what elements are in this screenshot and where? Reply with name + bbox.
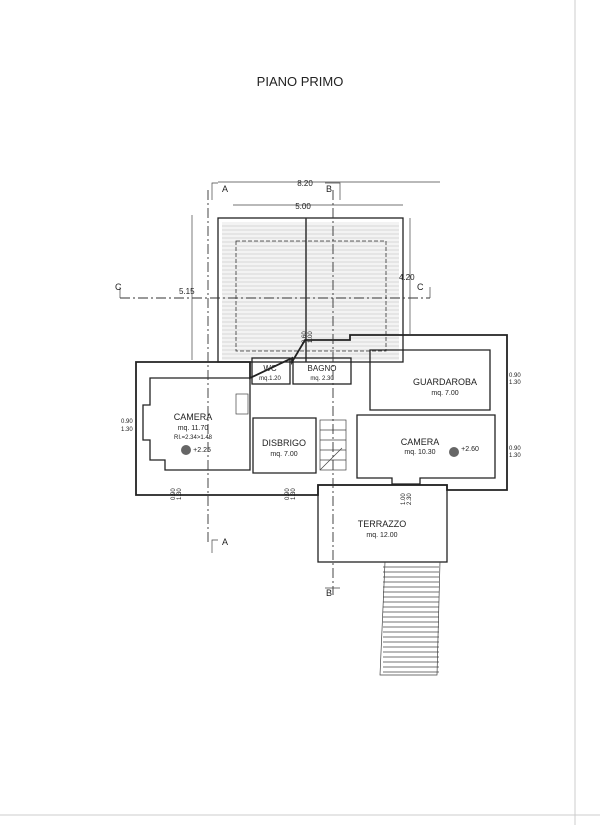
room-disbrigo-name: DISBRIGO <box>262 438 306 448</box>
room-camera-2-area: mq. 10.30 <box>404 449 435 456</box>
section-lines: A A B B C C <box>115 182 431 598</box>
room-camera-1-note: RI.=2.34>1.48 <box>174 435 213 441</box>
room-wc-area: mq.1.20 <box>259 376 281 382</box>
door-height-camera2: 2.30 <box>407 493 413 505</box>
room-camera-1-name: CAMERA <box>174 412 213 422</box>
room-terrazzo-name: TERRAZZO <box>358 519 407 529</box>
dim-roof-width: 5.00 <box>295 202 311 211</box>
window-width-bagno: 0.60 <box>302 331 308 343</box>
room-terrazzo-area: mq. 12.00 <box>366 532 397 539</box>
section-b-label-top: B <box>326 184 332 194</box>
level-marker-icon <box>181 445 191 455</box>
room-camera-2-name: CAMERA <box>401 437 440 447</box>
window-height-disbrigo: 1.30 <box>291 488 297 500</box>
window-width-camera2: 0.90 <box>509 446 521 452</box>
window-width-guardaroba: 0.90 <box>509 373 521 379</box>
dim-overall-width: 8.20 <box>297 179 313 188</box>
plan-title: PIANO PRIMO <box>257 74 344 89</box>
window-height-camera2: 1.30 <box>509 453 521 459</box>
section-c-label-left: C <box>115 282 122 292</box>
window-height-guardaroba: 1.30 <box>509 380 521 386</box>
external-stair <box>379 561 441 676</box>
window-width-left: 0.90 <box>121 419 133 425</box>
room-camera-2-level: +2.60 <box>461 446 479 453</box>
door-width-camera2: 1.00 <box>401 493 407 505</box>
roof-area <box>217 217 404 363</box>
dim-left-height: 5.15 <box>179 287 195 296</box>
room-guardaroba-name: GUARDAROBA <box>413 377 477 387</box>
section-a-label-top: A <box>222 184 228 194</box>
room-wc-name: WC <box>263 364 277 373</box>
window-height-camera1-bottom: 1.30 <box>177 488 183 500</box>
window-width-disbrigo: 0.90 <box>285 488 291 500</box>
room-bagno-name: BAGNO <box>308 364 337 373</box>
room-bagno-area: mq. 2.30 <box>310 376 334 382</box>
section-b-label-bottom: B <box>326 588 332 598</box>
dimensions: 8.20 5.00 5.15 4.20 <box>179 179 440 360</box>
window-width-camera1-bottom: 0.90 <box>171 488 177 500</box>
window-height-left: 1.30 <box>121 427 133 433</box>
room-guardaroba-area: mq. 7.00 <box>431 390 458 397</box>
level-marker-icon <box>449 447 459 457</box>
section-c-label-right: C <box>417 282 424 292</box>
section-a-label-bottom: A <box>222 537 228 547</box>
window-height-bagno: 1.00 <box>308 331 314 343</box>
room-camera-1-level: +2.25 <box>193 447 211 454</box>
dim-right-height: 4.20 <box>399 273 415 282</box>
terrace <box>317 484 448 563</box>
room-camera-1-area: mq. 11.70 <box>178 425 209 432</box>
room-disbrigo-area: mq. 7.00 <box>270 451 297 458</box>
